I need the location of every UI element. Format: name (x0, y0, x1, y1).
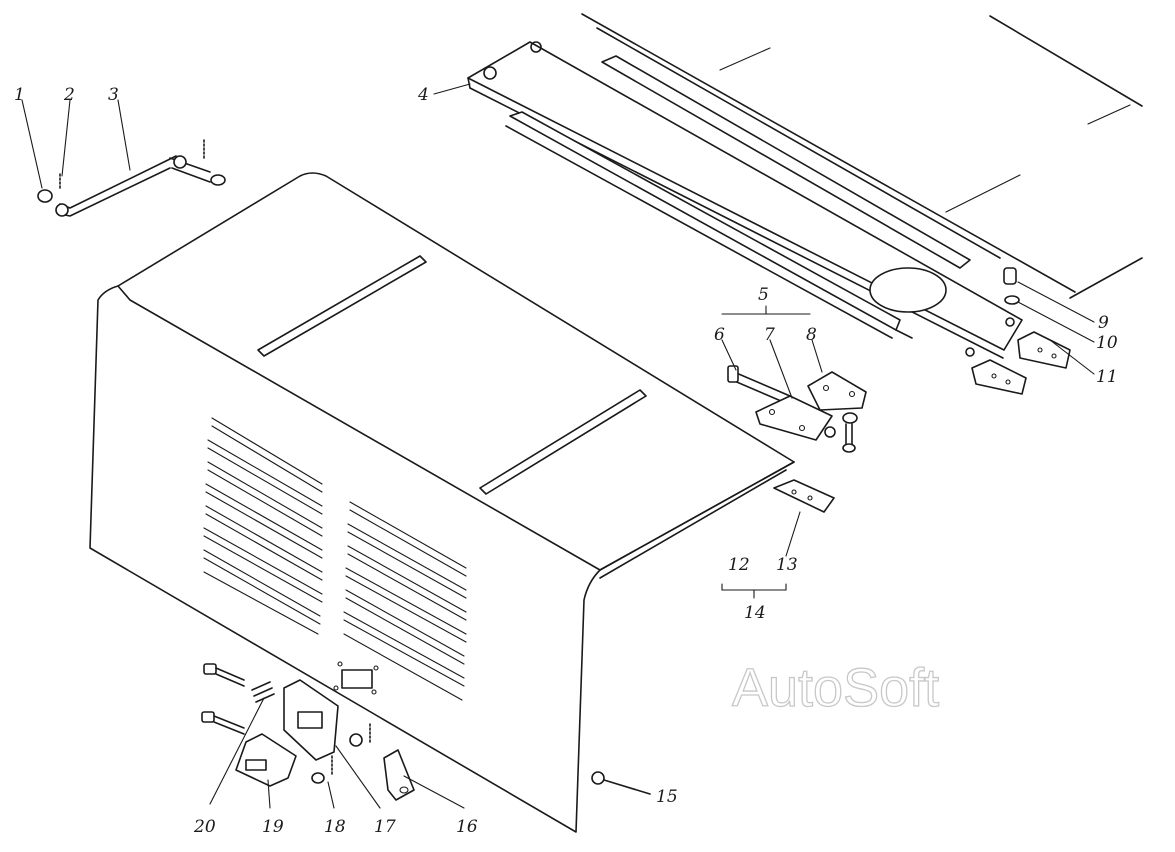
leader-lines (21, 83, 1095, 809)
callout-4: 4 (417, 85, 429, 105)
callout-19: 19 (262, 817, 284, 837)
callout-11: 11 (1096, 367, 1118, 387)
callout-18: 18 (324, 817, 346, 837)
callout-3: 3 (108, 85, 119, 105)
support-rod (37, 139, 226, 217)
callout-20: 20 (193, 817, 216, 837)
callout-13: 13 (776, 555, 798, 575)
callout-10: 10 (1096, 333, 1118, 353)
hinge-assembly (727, 365, 867, 453)
callout-7: 7 (764, 325, 775, 345)
latch-parts (201, 663, 415, 801)
callout-2: 2 (63, 85, 75, 105)
callout-17: 17 (374, 817, 396, 837)
background-panel (581, 13, 1143, 299)
callout-5: 5 (758, 285, 769, 305)
callout-8: 8 (806, 325, 817, 345)
callout-9: 9 (1098, 313, 1109, 333)
callout-16: 16 (456, 817, 478, 837)
callout-labels: 1 2 3 4 5 6 7 8 9 10 11 12 13 14 15 16 1… (14, 85, 1118, 837)
left-louvres (203, 417, 323, 635)
bolt-and-washer (1003, 267, 1020, 305)
watermark: AutoSoft (732, 658, 939, 718)
engine-hood-cover (89, 172, 795, 833)
lower-bolt (591, 771, 651, 795)
callout-12: 12 (728, 555, 750, 575)
callout-14: 14 (744, 603, 766, 623)
callout-1: 1 (14, 85, 25, 105)
callout-6: 6 (714, 325, 725, 345)
plate (773, 479, 835, 513)
callout-15: 15 (656, 787, 678, 807)
frame-bracket (467, 41, 1071, 395)
right-louvres (343, 501, 467, 701)
